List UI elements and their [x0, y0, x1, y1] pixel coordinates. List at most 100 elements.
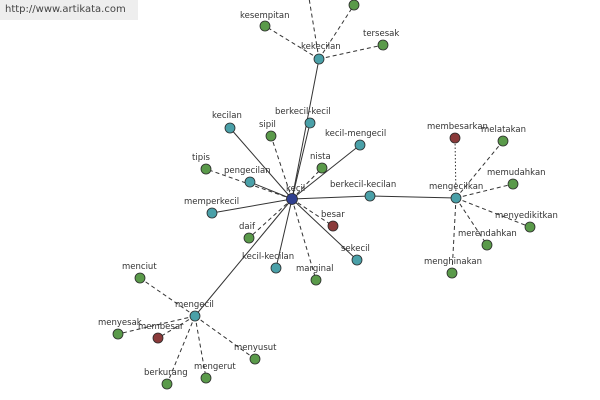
node-menciut[interactable] — [134, 272, 146, 284]
edge-kekecilan-top_a — [318, 4, 355, 60]
label-kecil-mengecil: kecil-mengecil — [325, 129, 386, 139]
node-nista[interactable] — [316, 162, 328, 174]
watermark-box: http://www.artikata.com — [0, 0, 138, 20]
node-menyedikitkan[interactable] — [524, 221, 536, 233]
node-tersesak[interactable] — [377, 39, 389, 51]
label-melatakan: melatakan — [481, 125, 526, 135]
edge-kekecilan-tersesak — [318, 44, 384, 60]
edge-mengecil-berkurang — [166, 315, 196, 385]
label-mengecilkan: mengecilkan — [429, 182, 483, 192]
node-memperkecil[interactable] — [206, 207, 218, 219]
node-menyusut[interactable] — [249, 353, 261, 365]
nodes-layer — [112, 0, 536, 390]
node-mengecilkan[interactable] — [450, 192, 462, 204]
node-menyesak[interactable] — [112, 328, 124, 340]
edge-kecil-nista — [291, 167, 323, 200]
label-mengerut: mengerut — [194, 362, 236, 372]
edge-mengecil-membesar — [157, 315, 196, 339]
label-kekecilan: kekecilan — [301, 42, 341, 52]
node-tipis[interactable] — [200, 163, 212, 175]
edge-mengecil-menyusut — [194, 315, 256, 360]
node-berkecil-kecil[interactable] — [304, 117, 316, 129]
label-kecil: kecil — [286, 184, 305, 194]
label-berkecil-kecil: berkecil-kecil — [275, 107, 331, 117]
label-mengecil: mengecil — [175, 300, 214, 310]
label-pengecilan: pengecilan — [224, 166, 271, 176]
node-melatakan[interactable] — [497, 135, 509, 147]
watermark-url[interactable]: http://www.artikata.com — [5, 4, 126, 15]
label-membesarkan: membesarkan — [427, 122, 488, 132]
edge-kecil-kekecilan — [291, 58, 320, 200]
edge-kekecilan-top_b — [308, 0, 320, 60]
node-sekecil[interactable] — [351, 254, 363, 266]
node-kecil-mengecil[interactable] — [354, 139, 366, 151]
edge-mengecil-menciut — [139, 277, 196, 317]
label-nista: nista — [310, 152, 331, 162]
label-tersesak: tersesak — [363, 29, 399, 39]
edge-kecil-besar — [291, 198, 334, 227]
edge-berkecil-kecilan-mengecilkan — [369, 195, 457, 199]
node-menghinakan[interactable] — [446, 267, 458, 279]
node-daif[interactable] — [243, 232, 255, 244]
node-kecil-kecilan[interactable] — [270, 262, 282, 274]
node-top_a[interactable] — [348, 0, 360, 11]
edge-kecil-berkecil-kecil — [291, 122, 311, 200]
edge-kecil-daif — [248, 198, 293, 239]
label-sipil: sipil — [259, 120, 276, 130]
node-kecilan[interactable] — [224, 122, 236, 134]
label-menyusut: menyusut — [234, 343, 277, 353]
node-memudahkan[interactable] — [507, 178, 519, 190]
label-membesar: membesar — [138, 322, 184, 332]
edge-mengecilkan-memudahkan — [455, 183, 514, 199]
label-berkecil-kecilan: berkecil-kecilan — [330, 180, 396, 190]
edge-kecil-mengecil — [194, 198, 293, 317]
label-merendahkan: merendahkan — [458, 229, 517, 239]
node-berkurang[interactable] — [161, 378, 173, 390]
label-memudahkan: memudahkan — [487, 168, 546, 178]
label-kecilan: kecilan — [212, 111, 242, 121]
node-sipil[interactable] — [265, 130, 277, 142]
edge-mengecil-menyesak — [117, 315, 196, 335]
label-tipis: tipis — [192, 153, 210, 163]
labels-layer: kecil kekecilan kesempitan tersesak kecilan s… — [98, 11, 558, 378]
edge-mengecilkan-menghinakan — [451, 197, 457, 274]
label-kesempitan: kesempitan — [240, 11, 289, 21]
node-kekecilan[interactable] — [313, 53, 325, 65]
node-membesar[interactable] — [152, 332, 164, 344]
node-kesempitan[interactable] — [259, 20, 271, 32]
node-berkecil-kecilan[interactable] — [364, 190, 376, 202]
label-besar: besar — [321, 210, 345, 220]
node-membesarkan[interactable] — [449, 132, 461, 144]
edge-kecil-marginal — [291, 198, 317, 281]
label-marginal: marginal — [296, 264, 334, 274]
label-daif: daif — [239, 222, 256, 232]
edge-mengecilkan-melatakan — [455, 140, 504, 199]
edges-layer — [117, 0, 531, 385]
edge-kekecilan-kesempitan — [264, 25, 320, 60]
label-menyedikitkan: menyedikitkan — [495, 211, 558, 221]
label-menghinakan: menghinakan — [424, 257, 482, 267]
edge-kecil-kecil-mengecil — [291, 144, 361, 200]
node-besar[interactable] — [327, 220, 339, 232]
label-sekecil: sekecil — [341, 244, 370, 254]
edge-mengecilkan-merendahkan — [455, 197, 488, 246]
node-pengecilan[interactable] — [244, 176, 256, 188]
node-mengecil[interactable] — [189, 310, 201, 322]
node-marginal[interactable] — [310, 274, 322, 286]
label-menciut: menciut — [122, 262, 157, 272]
label-berkurang: berkurang — [144, 368, 188, 378]
edge-mengecil-mengerut — [194, 315, 207, 379]
label-menyesak: menyesak — [98, 318, 142, 328]
edge-kecil-berkecil-kecilan — [291, 195, 371, 200]
node-merendahkan[interactable] — [481, 239, 493, 251]
edge-kecil-kecil-kecilan — [275, 198, 293, 269]
edge-mengecilkan-menyedikitkan — [455, 197, 531, 228]
edge-kecil-memperkecil — [211, 198, 293, 214]
node-kecil[interactable] — [286, 193, 298, 205]
edge-mengecilkan-membesarkan — [454, 137, 457, 199]
node-mengerut[interactable] — [200, 372, 212, 384]
label-memperkecil: memperkecil — [184, 197, 239, 207]
label-kecil-kecilan: kecil-kecilan — [242, 252, 294, 262]
edge-kecil-sekecil — [291, 198, 358, 261]
